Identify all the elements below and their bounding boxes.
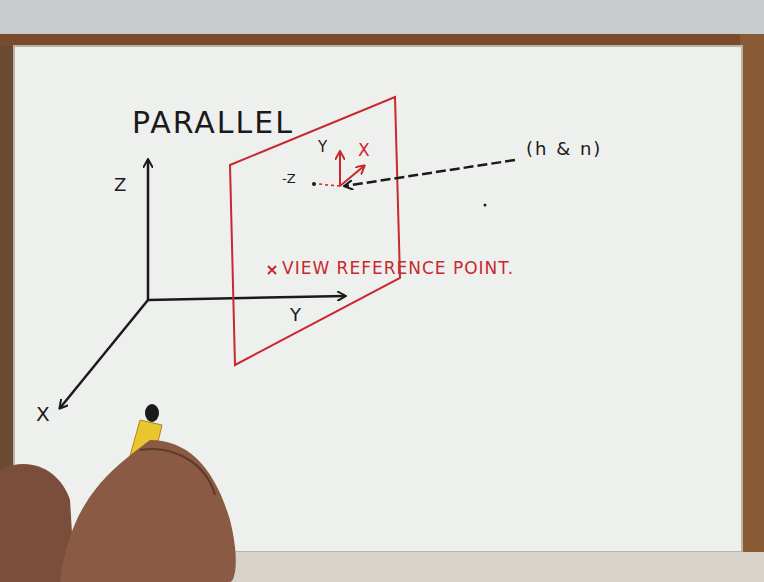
- direction-label: (h & n): [526, 140, 602, 158]
- axis-label: X: [36, 404, 50, 424]
- heading-text: PARALLEL: [132, 108, 294, 138]
- axis-label: Y: [290, 306, 301, 324]
- axis-label: X: [358, 142, 370, 159]
- axis-label: Y: [318, 140, 327, 155]
- axis-label: Z: [114, 176, 126, 194]
- axis-label: -Z: [282, 172, 296, 185]
- reference-point-label: VIEW REFERENCE POINT.: [282, 260, 514, 277]
